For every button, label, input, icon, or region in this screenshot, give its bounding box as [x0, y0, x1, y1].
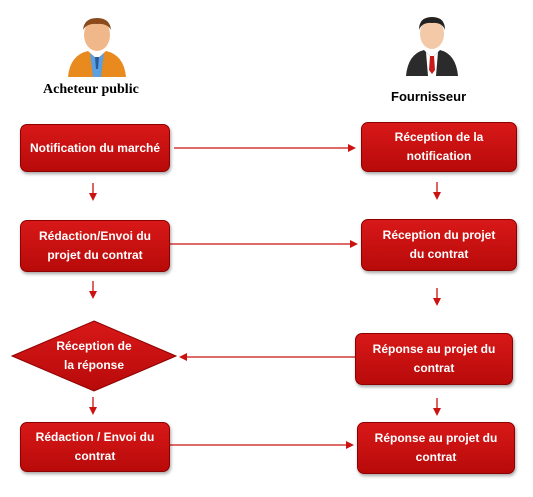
- step-reception-notification: Réception de la notification: [361, 122, 517, 172]
- step-redaction-contrat: Rédaction / Envoi du contrat: [20, 422, 170, 472]
- step-reponse-projet-1-label: Réponse au projet du contrat: [372, 342, 496, 375]
- buyer-person-icon: [68, 18, 126, 77]
- step-reponse-projet-2-label: Réponse au projet du contrat: [374, 431, 498, 464]
- step-reception-notification-label: Réception de la notification: [394, 130, 484, 163]
- step-reception-projet: Réception du projet du contrat: [361, 219, 517, 271]
- decision-reception-reponse-label: Réception de la réponse: [56, 339, 132, 372]
- step-reponse-projet-2: Réponse au projet du contrat: [357, 422, 515, 474]
- decision-diamond-shape: [10, 320, 178, 392]
- supplier-person-icon: [406, 17, 458, 76]
- step-notification-marche-label: Notification du marché: [29, 140, 160, 155]
- step-reception-projet-label: Réception du projet du contrat: [382, 228, 496, 261]
- supplier-label: Fournisseur: [391, 89, 467, 104]
- step-reponse-projet-1: Réponse au projet du contrat: [355, 333, 513, 385]
- buyer-label: Acheteur public: [43, 82, 139, 97]
- step-notification-marche: Notification du marché: [20, 124, 170, 172]
- decision-reception-reponse: Réception de la réponse: [10, 319, 178, 393]
- step-redaction-projet: Rédaction/Envoi du projet du contrat: [20, 220, 170, 272]
- step-redaction-contrat-label: Rédaction / Envoi du contrat: [35, 430, 155, 463]
- step-redaction-projet-label: Rédaction/Envoi du projet du contrat: [38, 229, 151, 262]
